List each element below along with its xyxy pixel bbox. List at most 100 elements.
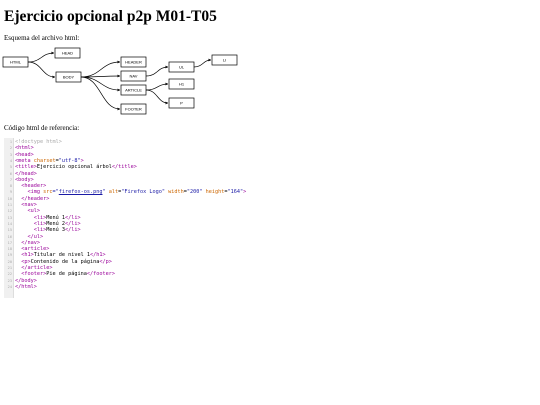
tree-node-p: P [168,97,195,109]
line-number: 7 [9,177,12,182]
code-token [15,189,28,195]
tree-node-box-ul [168,61,195,73]
tree-node-box-footer [120,103,147,115]
line-number: 5 [9,165,12,170]
dom-tree-diagram: HTMLHEADBODYHEADERNAVARTICLEFOOTERULLIH1… [2,47,238,115]
code-line: 7<body> [4,177,34,183]
line-number: 14 [7,221,12,226]
code-token: Menú 1 [46,214,65,221]
code-token: = [55,157,59,164]
code-token: <body> [15,176,34,183]
tree-node-h1: H1 [168,78,195,90]
code-line: 16 </ul> [4,234,43,240]
code-token: </ul> [27,233,44,240]
code-token: = [118,189,122,196]
tree-node-box-article [120,84,147,96]
code-token: </li> [65,227,81,234]
tree-node-box-li [211,54,238,66]
line-number: 10 [7,196,12,201]
line-number: 22 [7,272,12,277]
tree-node-article: ARTICLE [120,84,147,96]
code-token: <html> [15,145,34,152]
code-line: 22 <footer>Pie de página</footer> [4,271,115,277]
code-token: </header> [21,195,50,202]
code-token [15,221,34,227]
code-token: = [224,189,228,196]
tree-node-header: HEADER [120,56,147,68]
code-token: <title> [15,164,37,171]
line-number: 3 [9,152,12,157]
line-number: 18 [7,247,12,252]
code-token: <ul> [27,208,41,215]
code-line: 21 </article> [4,265,53,271]
code-token: "164" [227,189,244,196]
code-token: </title> [111,164,137,171]
code-token: <h1> [21,252,34,259]
line-number-gutter [4,138,14,298]
code-token: <article> [21,246,50,253]
code-token: </nav> [21,239,40,246]
code-line: 18 <article> [4,246,50,253]
tree-node-label-ul: UL [179,64,185,69]
code-token: Menú 2 [46,220,65,227]
edge-html-body [27,61,56,79]
code-token [15,215,34,221]
code-token: </body> [15,277,37,284]
page-title: Ejercicio opcional p2p M01-T05 [4,8,217,25]
code-token: <li> [33,220,47,227]
tree-node-html: HTML [2,56,29,68]
code-token: </article> [21,265,53,271]
code-link[interactable]: firefox-os.png [58,189,103,196]
tree-node-label-article: ARTICLE [125,87,142,92]
code-line: 5<title>Ejercicio opcional árbol</title> [4,164,137,170]
code-line: 24</html> [4,284,37,290]
line-number: 4 [9,158,12,163]
tree-node-nav: NAV [120,70,147,82]
line-number: 19 [7,253,12,258]
tree-node-box-p [168,97,195,109]
line-number: 8 [9,184,12,189]
code-token: Menú 3 [46,227,65,234]
code-token: charset [33,157,56,164]
tree-node-box-header [120,56,147,68]
tree-edges [27,51,212,111]
code-token: "200" [186,189,206,196]
tree-node-head: HEAD [54,47,81,59]
tree-node-ul: UL [168,61,195,73]
code-token: </html> [15,283,37,290]
tree-node-li: LI [211,54,238,66]
edge-article-p [145,89,169,105]
edge-nav-ul [145,65,169,77]
tree-node-box-h1 [168,78,195,90]
line-number: 2 [9,146,12,151]
tree-node-box-html [2,56,29,68]
code-token: <img [27,189,44,196]
code-line: 23</body> [4,278,37,284]
code-token: > [80,157,84,164]
tree-node-label-nav: NAV [130,73,138,78]
code-label: Código html de referencia: [4,124,80,132]
code-line: 2<html> [4,145,34,151]
code-line: 9 <img src="firefox-os.png" alt="Firefox… [4,189,246,195]
code-token: width [168,189,184,196]
code-token: <nav> [21,202,37,208]
code-token: </p> [99,258,112,265]
code-token: <header> [21,183,47,190]
line-number: 6 [9,171,12,176]
tree-node-box-head [54,47,81,59]
line-number: 13 [7,215,12,220]
edge-body-footer [80,76,121,111]
line-number: 9 [9,190,12,195]
line-number: 20 [7,259,12,264]
tree-node-box-nav [120,70,147,82]
code-token [15,227,34,233]
code-token: </li> [65,220,81,227]
tree-nodes: HTMLHEADBODYHEADERNAVARTICLEFOOTERULLIH1… [2,47,238,115]
tree-node-label-li: LI [223,57,226,62]
code-token: "utf-8" [58,157,81,164]
code-token: = [183,189,187,196]
code-token: </head> [15,170,37,177]
line-number: 1 [9,140,12,144]
code-token: height [205,189,225,196]
code-token: </footer> [86,271,115,278]
